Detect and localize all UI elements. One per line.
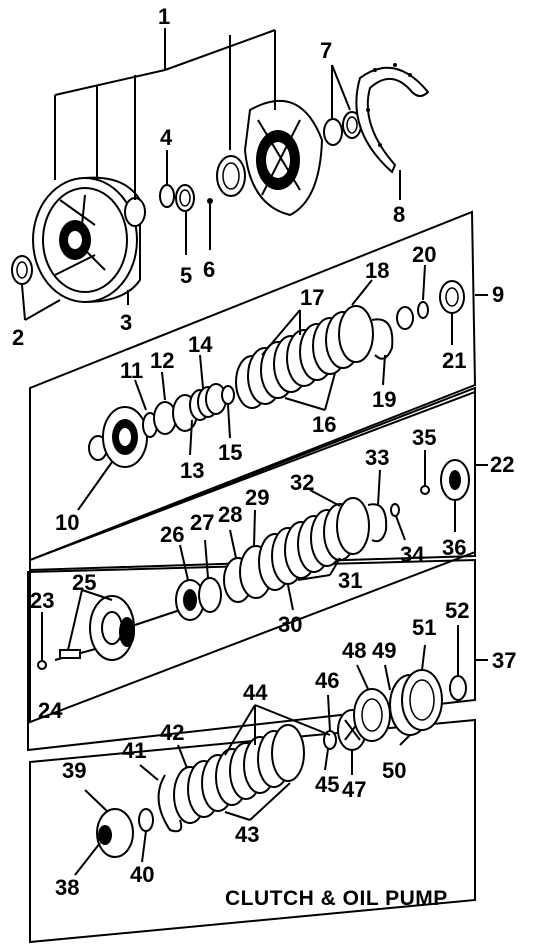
callout-labels: 1 2 3 4 5 6 7 8 9 10 11 12 13 14 15 16 1…: [12, 4, 516, 900]
panel-group-22: [29, 386, 476, 724]
callout-23: 23: [30, 588, 54, 613]
oil-pump-body[interactable]: [32, 176, 146, 303]
panel-group-9: [29, 210, 477, 562]
callout-48: 48: [342, 638, 366, 663]
callout-42: 42: [160, 720, 184, 745]
callout-50: 50: [382, 758, 406, 783]
part-7-seals[interactable]: [323, 111, 362, 146]
part-48-49-hub[interactable]: [353, 688, 391, 742]
part-6-pin[interactable]: [207, 198, 213, 218]
callout-6: 6: [203, 257, 215, 282]
callout-16: 16: [312, 412, 336, 437]
part-13-14-plates[interactable]: [189, 383, 227, 421]
callout-18: 18: [365, 258, 389, 283]
callout-31: 31: [338, 568, 362, 593]
part-23-24-shaft[interactable]: [37, 644, 111, 670]
callout-51: 51: [412, 615, 436, 640]
callout-35: 35: [412, 425, 436, 450]
callout-20: 20: [412, 242, 436, 267]
callout-40: 40: [130, 862, 154, 887]
part-50-51-drum[interactable]: [389, 669, 443, 736]
callout-39: 39: [62, 758, 86, 783]
callout-10: 10: [55, 510, 79, 535]
callout-9: 9: [492, 282, 504, 307]
part-20-ring[interactable]: [396, 301, 429, 330]
part-15-ring[interactable]: [221, 385, 235, 405]
part-28-29-plates[interactable]: [223, 545, 273, 603]
callout-2: 2: [12, 325, 24, 350]
part-8-gasket[interactable]: [355, 63, 430, 174]
callout-38: 38: [55, 875, 79, 900]
part-11-12-rings[interactable]: [142, 394, 198, 438]
callout-46: 46: [315, 668, 339, 693]
callout-26: 26: [160, 522, 184, 547]
callout-49: 49: [372, 638, 396, 663]
callout-47: 47: [342, 777, 366, 802]
part-52-ring[interactable]: [449, 675, 467, 701]
callout-17: 17: [300, 285, 324, 310]
callout-28: 28: [218, 502, 242, 527]
part-16-17-clutch-pack[interactable]: [235, 305, 374, 409]
callout-8: 8: [393, 202, 405, 227]
callout-19: 19: [372, 387, 396, 412]
part-5-ring[interactable]: [175, 184, 195, 212]
part-30-31-32-clutch-pack[interactable]: [258, 497, 370, 591]
callout-1: 1: [158, 4, 170, 29]
callout-44: 44: [243, 680, 268, 705]
part-25-shaft[interactable]: [89, 595, 181, 661]
callout-12: 12: [150, 348, 174, 373]
part-21-bushing[interactable]: [439, 280, 465, 314]
callout-27: 27: [190, 510, 214, 535]
callout-4: 4: [160, 125, 173, 150]
callout-3: 3: [120, 310, 132, 335]
part-18-19-snap-ring[interactable]: [371, 318, 394, 360]
callout-43: 43: [235, 822, 259, 847]
callout-11: 11: [120, 358, 143, 383]
part-36-bushing[interactable]: [440, 459, 470, 501]
callout-30: 30: [278, 612, 302, 637]
part-33-34-snap-ring[interactable]: [367, 503, 400, 543]
callout-33: 33: [365, 445, 389, 470]
callout-5: 5: [180, 263, 192, 288]
part-40-ring[interactable]: [138, 808, 154, 832]
part-4-ring[interactable]: [159, 184, 175, 208]
part-2-seal[interactable]: [11, 255, 33, 285]
part-41-snap-ring[interactable]: [157, 774, 183, 833]
part-35-ball[interactable]: [420, 485, 430, 495]
pump-cover[interactable]: [216, 100, 324, 217]
callout-37: 37: [492, 648, 516, 673]
leader-lines: [21, 28, 488, 876]
callout-13: 13: [180, 458, 204, 483]
callout-32: 32: [290, 470, 314, 495]
callout-14: 14: [188, 332, 213, 357]
part-38-39-hub[interactable]: [96, 808, 134, 858]
diagram-title: CLUTCH & OIL PUMP: [225, 887, 448, 910]
part-42-43-44-clutch-pack[interactable]: [173, 724, 305, 824]
callout-34: 34: [400, 542, 425, 567]
callout-36: 36: [442, 535, 466, 560]
part-26-27-rings[interactable]: [175, 577, 222, 621]
callout-45: 45: [315, 772, 339, 797]
callout-7: 7: [320, 38, 332, 63]
callout-29: 29: [245, 485, 269, 510]
callout-22: 22: [490, 452, 514, 477]
callout-41: 41: [122, 738, 146, 763]
part-10-drum[interactable]: [88, 406, 148, 468]
callout-25: 25: [72, 570, 96, 595]
callout-24: 24: [38, 698, 63, 723]
callout-52: 52: [445, 598, 469, 623]
callout-15: 15: [218, 440, 242, 465]
callout-21: 21: [442, 348, 466, 373]
